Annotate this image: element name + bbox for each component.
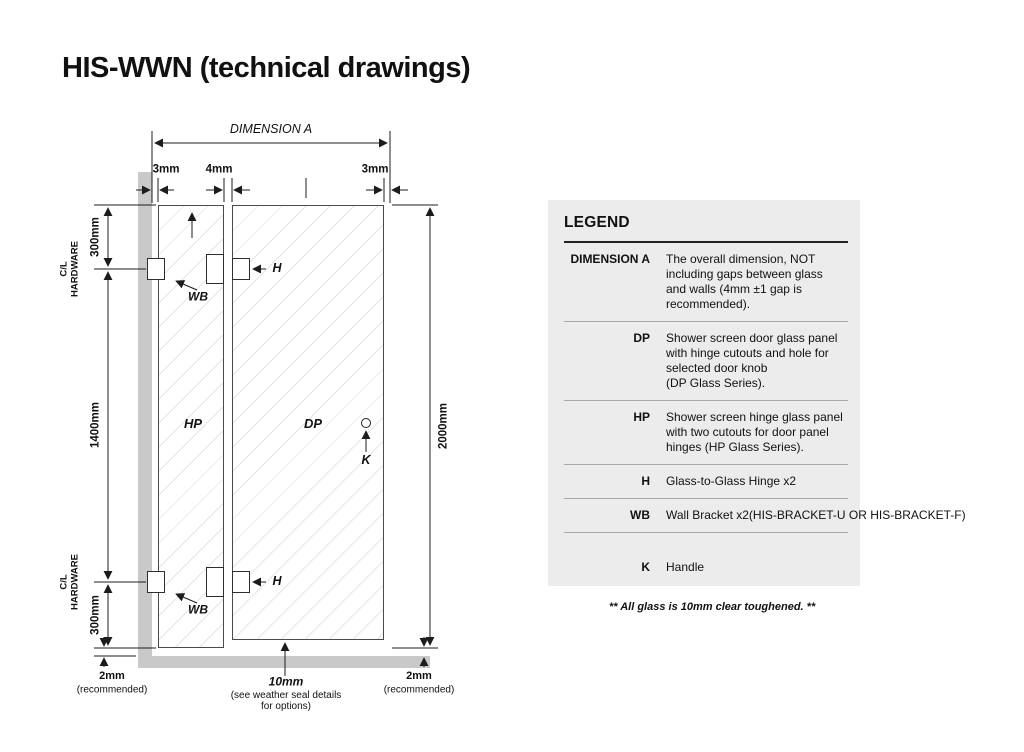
legend-desc: Handle — [666, 560, 705, 574]
floor-gap-right-note: (recommended) — [383, 684, 455, 696]
glass-hinge-top-left-leaf — [206, 254, 224, 284]
wall-bracket-bottom — [147, 571, 165, 593]
legend-desc: Shower screen hinge glass panel with two… — [666, 410, 843, 454]
cl-line1: C/L — [58, 261, 70, 277]
legend-term: H — [641, 474, 650, 488]
legend-row-h: H Glass-to-Glass Hinge x2 — [564, 465, 848, 499]
legend-desc: Glass-to-Glass Hinge x2 — [666, 474, 797, 488]
door-gap-value: 10mm — [268, 674, 304, 689]
gap-left-label: 3mm — [152, 163, 180, 176]
gap-right-label: 3mm — [361, 163, 389, 176]
legend-row-dimension-a: DIMENSION A The overall dimension, NOT i… — [564, 243, 848, 322]
dp-panel-label: DP — [303, 415, 323, 431]
legend-underline — [564, 241, 848, 243]
glass-hinge-top-right-leaf — [232, 258, 250, 280]
wall-bracket-bottom-label: WB — [188, 602, 208, 617]
legend-term: DIMENSION A — [570, 252, 650, 266]
dim-300-top-label: 300mm — [89, 217, 102, 257]
hp-panel-label: HP — [183, 415, 203, 431]
cl-line1: C/L — [58, 574, 70, 590]
wall-left — [138, 172, 152, 656]
floor-gap-left-value: 2mm — [99, 669, 125, 682]
dim-300-bottom-label: 300mm — [89, 595, 102, 635]
legend-desc: Shower screen door glass panel with hing… — [666, 331, 838, 390]
legend-desc: Wall Bracket x2(HIS-BRACKET-U OR HIS-BRA… — [666, 508, 966, 522]
glass-hinge-bottom-left-leaf — [206, 567, 224, 597]
door-gap-note: (see weather seal details for options) — [230, 690, 342, 712]
door-knob — [361, 418, 371, 428]
wall-bracket-top-label: WB — [188, 289, 208, 304]
legend-term: HP — [633, 410, 650, 424]
legend-term: DP — [633, 331, 650, 345]
glass-hinge-bottom-right-leaf — [232, 571, 250, 593]
legend-panel: LEGEND DIMENSION A The overall dimension… — [548, 200, 966, 586]
cl-line2: HARDWARE — [69, 554, 80, 610]
floor — [138, 656, 430, 668]
legend-row-dp: DP Shower screen door glass panel with h… — [564, 322, 848, 401]
page-title: HIS-WWN (technical drawings) — [62, 52, 471, 84]
floor-gap-left-note: (recommended) — [76, 684, 148, 696]
hinge-bottom-label: H — [272, 574, 282, 589]
legend-term: WB — [630, 508, 650, 522]
dim-2000-label: 2000mm — [437, 402, 450, 450]
legend-row-hp: HP Shower screen hinge glass panel with … — [564, 401, 848, 465]
gap-middle-label: 4mm — [205, 163, 233, 176]
hinge-top-label: H — [272, 261, 282, 276]
floor-gap-right-value: 2mm — [406, 669, 432, 682]
dim-1400-label: 1400mm — [89, 401, 102, 449]
wall-bracket-top — [147, 258, 165, 280]
legend-term: K — [641, 560, 650, 574]
legend-row-k: K Handle — [564, 551, 848, 584]
cl-line2: HARDWARE — [69, 241, 80, 297]
dimension-a-label: DIMENSION A — [229, 122, 313, 137]
glass-footnote: ** All glass is 10mm clear toughened. ** — [609, 601, 816, 613]
legend-desc: The overall dimension, NOT including gap… — [666, 252, 823, 311]
legend-row-wb: WB Wall Bracket x2(HIS-BRACKET-U OR HIS-… — [564, 499, 966, 533]
handle-label: K — [361, 453, 371, 468]
legend-title: LEGEND — [564, 214, 630, 231]
door-panel-glass — [232, 205, 384, 640]
